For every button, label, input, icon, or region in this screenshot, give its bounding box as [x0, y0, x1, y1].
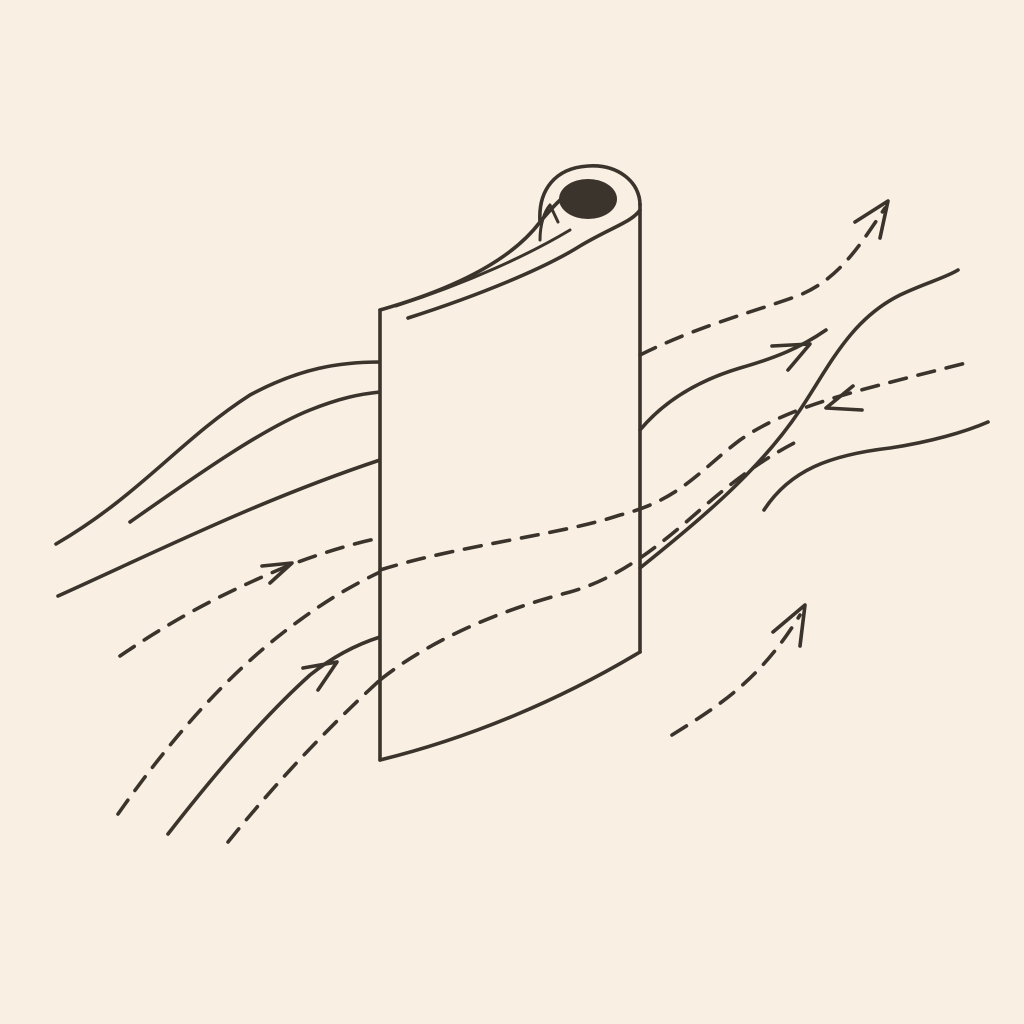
wing-roll-fold [538, 203, 560, 242]
downstream-solid-2 [638, 268, 960, 570]
downstream-dashed-2 [670, 613, 802, 737]
streamline-solid-3 [56, 458, 382, 598]
wing-front-face [380, 200, 640, 760]
arrowhead-2 [301, 660, 339, 692]
streamline-solid-1 [54, 360, 382, 546]
arrowhead-5 [770, 342, 812, 372]
through-line-2 [378, 438, 802, 682]
wing-top-surface-inner [406, 208, 642, 320]
streamline-solid-2 [128, 390, 382, 524]
arrowhead-1 [260, 561, 294, 585]
upstream-flow-lines [54, 360, 382, 844]
through-flow-lines [378, 360, 972, 682]
wing-bottom-edge [378, 650, 642, 762]
downstream-flow-lines [638, 199, 990, 737]
downstream-solid-3 [762, 420, 990, 512]
streamline-solid-4 [166, 635, 382, 836]
streamline-dashed-3 [226, 678, 382, 844]
arrowhead-6 [771, 603, 807, 648]
arrowhead-3 [824, 384, 864, 412]
streamline-dashed-1 [118, 536, 382, 658]
streamline-dashed-2 [116, 570, 382, 816]
wing-section [378, 164, 642, 762]
wing-roll-outer [538, 164, 642, 224]
arrowhead-4 [853, 199, 890, 240]
downstream-dashed-1 [638, 206, 887, 357]
wing-tip-opening [559, 179, 617, 219]
wing-top-crease [394, 228, 572, 308]
